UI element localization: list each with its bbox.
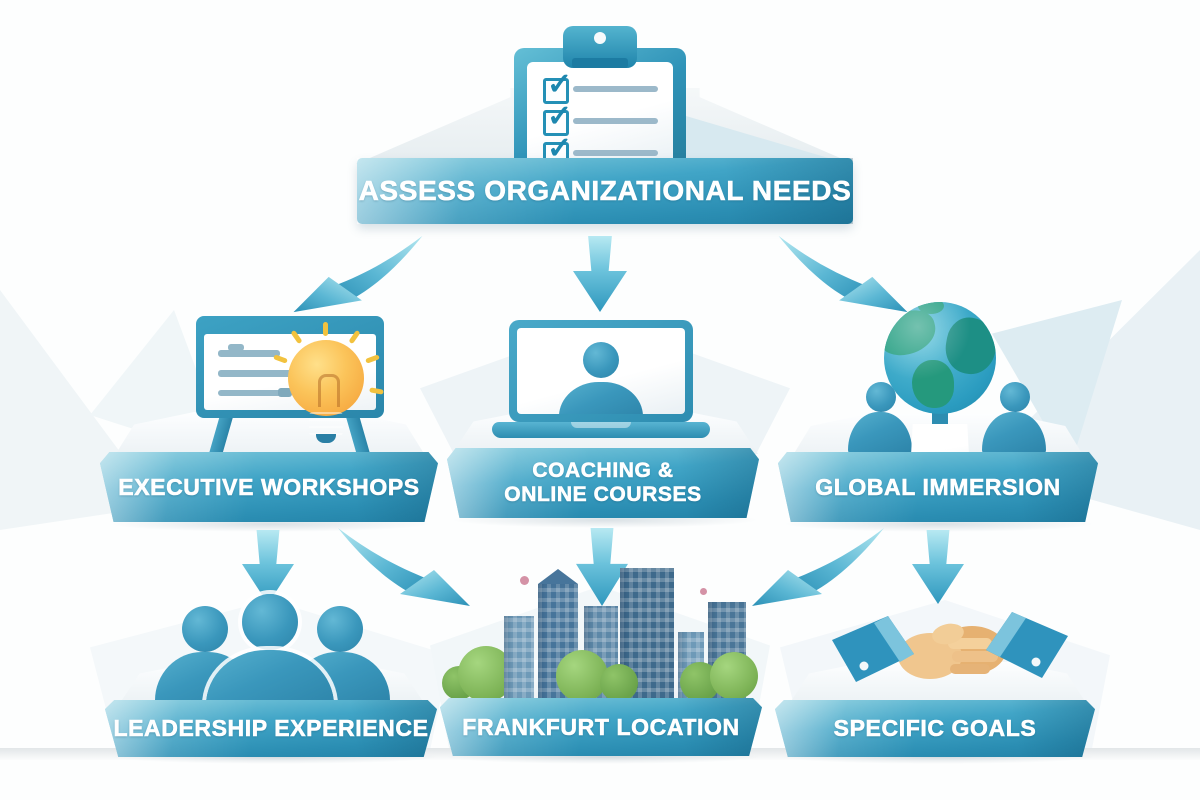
video-call-person-head [583, 342, 619, 378]
node-coaching-online-courses: COACHING & ONLINE COURSES [447, 448, 759, 518]
laptop-base-notch [571, 422, 631, 428]
checklist-line [573, 150, 658, 156]
globe-icon [884, 302, 996, 414]
globe-with-people-icon [840, 300, 1060, 492]
bulb-filament [318, 374, 340, 407]
city-skyline-icon [442, 566, 758, 702]
tree-icon [556, 650, 608, 702]
bulb-base-tip [316, 434, 336, 443]
bulb-base [309, 412, 343, 436]
node-assess-organizational-needs: ASSESS ORGANIZATIONAL NEEDS [357, 158, 853, 224]
team-leader-head [242, 594, 298, 650]
lightbulb-icon [288, 340, 364, 416]
banner-label: ASSESS ORGANIZATIONAL NEEDS [358, 175, 852, 207]
node-executive-workshops: EXECUTIVE WORKSHOPS [100, 452, 438, 522]
checklist-line [573, 86, 658, 92]
clipboard-icon: ✓ ✓ ✓ [514, 26, 686, 168]
team-member-head [182, 606, 228, 652]
globe-landmass [918, 302, 944, 314]
tree-icon [600, 664, 638, 702]
person-body [848, 412, 912, 456]
checkmark-icon: ✓ [547, 68, 573, 101]
floating-dot [700, 588, 707, 595]
person-body [982, 412, 1046, 456]
board-bullet-line [218, 390, 286, 396]
video-call-person-body [559, 382, 643, 414]
arrow-to-executive-workshops [283, 232, 431, 316]
building [504, 616, 534, 702]
board-bullet-line [218, 350, 280, 357]
arrow-immersion-to-frankfurt [742, 524, 892, 610]
bulb-ray-icon [323, 322, 328, 336]
building-spire [538, 569, 578, 584]
arrow-to-specific-goals [912, 530, 964, 604]
person-head [866, 382, 896, 412]
node-label: FRANKFURT LOCATION [462, 713, 740, 740]
node-frankfurt-location: FRANKFURT LOCATION [440, 698, 762, 756]
node-label-line2: ONLINE COURSES [504, 483, 702, 507]
node-specific-goals: SPECIFIC GOALS [775, 700, 1095, 757]
laptop-video-call-icon [490, 318, 712, 442]
arrow-to-coaching [573, 236, 627, 312]
team-member-head [317, 606, 363, 652]
team-of-three-icon [140, 590, 400, 714]
board-bullet-line [218, 370, 292, 377]
checkbox-icon: ✓ [543, 100, 572, 136]
arrow-to-global-immersion [770, 232, 918, 316]
node-label: SPECIFIC GOALS [833, 715, 1037, 742]
node-label: GLOBAL IMMERSION [815, 473, 1061, 500]
board-bullet-dot [278, 388, 292, 397]
node-label: LEADERSHIP EXPERIENCE [113, 715, 429, 742]
handshake-icon [830, 596, 1070, 700]
presentation-board-lightbulb-icon [190, 312, 390, 467]
arrow-workshops-to-frankfurt [330, 524, 480, 610]
clipboard-clip-hole [594, 32, 606, 44]
node-label-line1: COACHING & [532, 459, 674, 483]
board-bullet-line [228, 344, 244, 351]
clipboard-clip-base [572, 58, 628, 68]
checkmark-icon: ✓ [547, 100, 573, 133]
floating-dot [520, 576, 529, 585]
node-leadership-experience: LEADERSHIP EXPERIENCE [105, 700, 437, 757]
node-global-immersion: GLOBAL IMMERSION [778, 452, 1098, 522]
tree-icon [710, 652, 758, 700]
laptop-screen [517, 328, 685, 414]
checklist-line [573, 118, 658, 124]
checkbox-icon: ✓ [543, 68, 572, 104]
globe-gloss [884, 302, 996, 414]
node-label: EXECUTIVE WORKSHOPS [118, 473, 420, 500]
laptop-base [492, 422, 710, 438]
person-head [1000, 382, 1030, 412]
globe-landmass [912, 360, 954, 408]
